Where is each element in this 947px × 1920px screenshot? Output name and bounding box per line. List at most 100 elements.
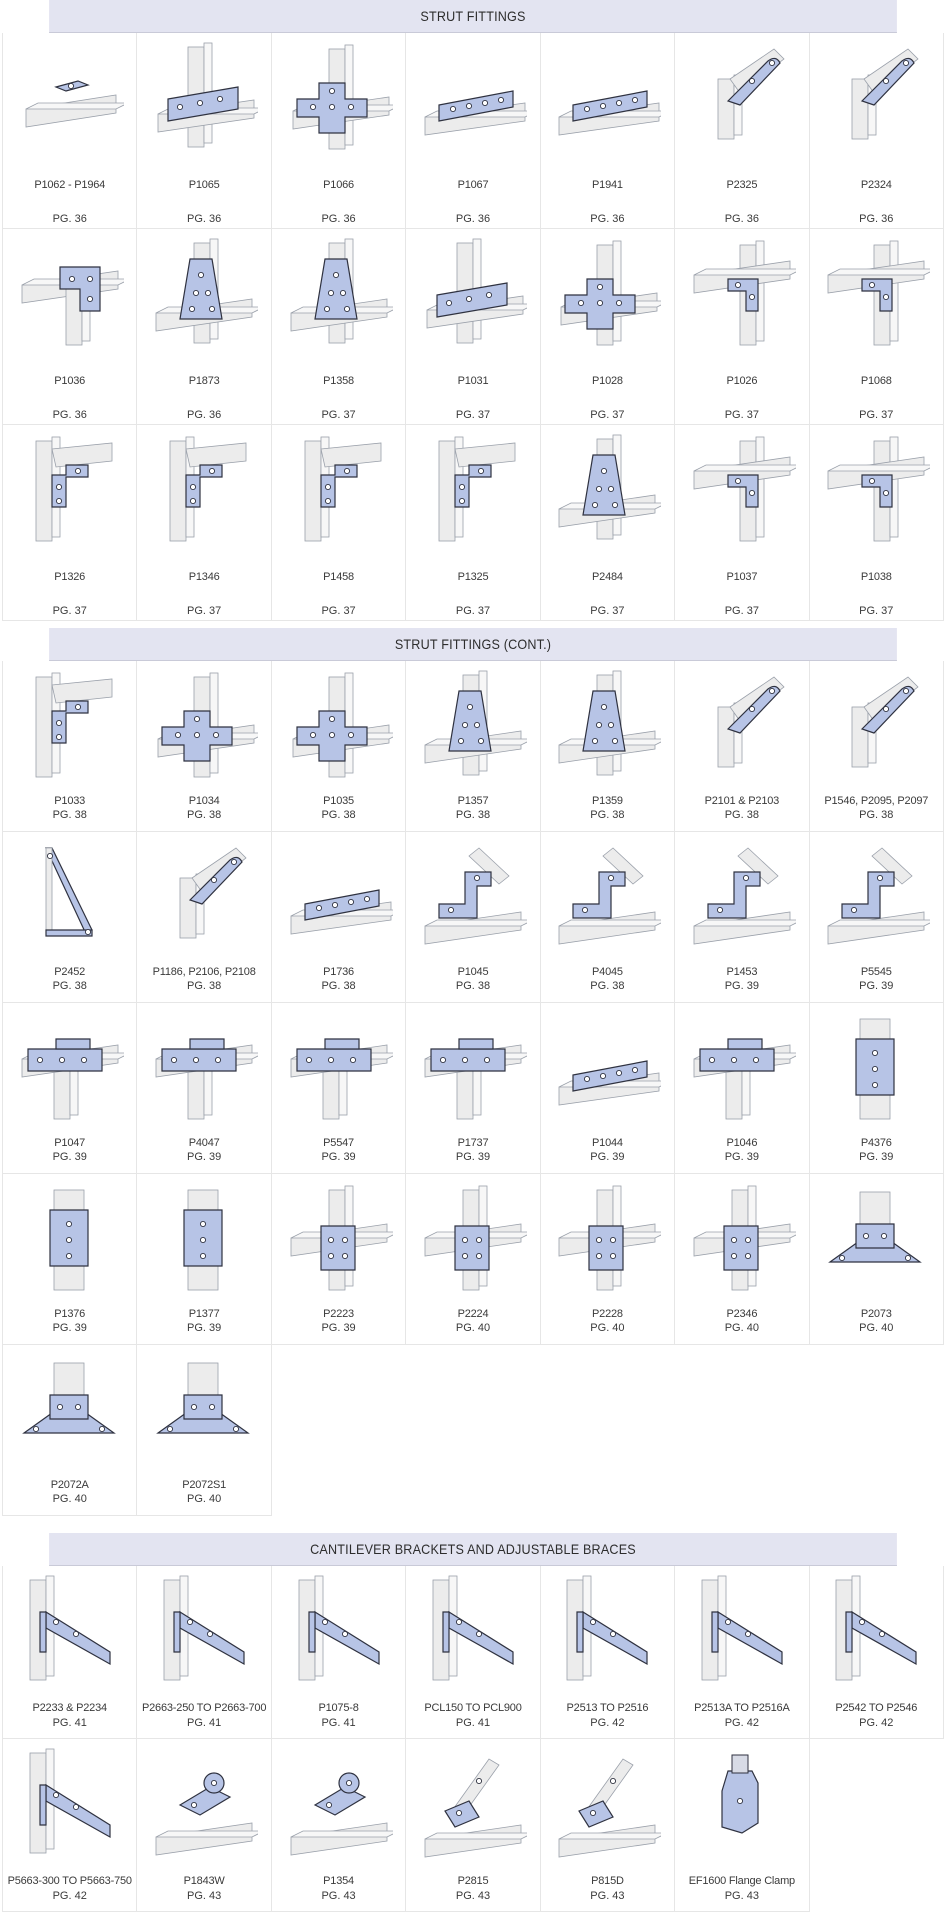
page-reference: PG. 38 bbox=[724, 809, 759, 821]
part-number: P1067 bbox=[457, 179, 489, 191]
part-number: P1458 bbox=[323, 571, 354, 583]
page-reference: PG. 36 bbox=[187, 409, 222, 421]
gusset-plate-icon bbox=[541, 431, 674, 549]
page-reference: PG. 37 bbox=[455, 409, 491, 421]
post-base-icon bbox=[541, 1180, 674, 1298]
page-reference: PG. 37 bbox=[724, 409, 759, 421]
z-bracket-icon bbox=[541, 838, 674, 956]
part-number: P1075-8 bbox=[318, 1702, 359, 1714]
cantilever-bracket-icon bbox=[3, 1745, 136, 1863]
page-reference: PG. 40 bbox=[859, 1322, 894, 1334]
part-number: P1186, P2106, P2108 bbox=[152, 966, 256, 978]
page-reference: PG. 43 bbox=[321, 1890, 356, 1902]
part-number: P2815 bbox=[457, 1875, 489, 1887]
part-number: P2223 bbox=[323, 1308, 354, 1320]
part-number: P2073 bbox=[860, 1308, 892, 1320]
post-base-icon bbox=[675, 1180, 808, 1298]
page-reference: PG. 38 bbox=[455, 980, 491, 992]
page-reference: PG. 39 bbox=[724, 980, 759, 992]
part-number: P1359 bbox=[592, 795, 623, 807]
page-reference: PG. 43 bbox=[455, 1890, 491, 1902]
part-number: P2324 bbox=[860, 179, 892, 191]
page-reference: PG. 38 bbox=[321, 809, 356, 821]
page-reference: PG. 37 bbox=[321, 605, 356, 617]
part-number: P2072A bbox=[50, 1479, 89, 1491]
part-number: P1357 bbox=[457, 795, 489, 807]
part-number: P1546, P2095, P2097 bbox=[824, 795, 929, 807]
part-number: P4045 bbox=[592, 966, 623, 978]
part-number: P2513 TO P2516 bbox=[566, 1702, 649, 1714]
part-number: P1062 - P1964 bbox=[34, 179, 106, 191]
page-reference: PG. 42 bbox=[724, 1717, 759, 1729]
part-number: P1873 bbox=[188, 375, 220, 387]
empty-cell bbox=[810, 1739, 944, 1912]
page-reference: PG. 43 bbox=[724, 1890, 759, 1902]
